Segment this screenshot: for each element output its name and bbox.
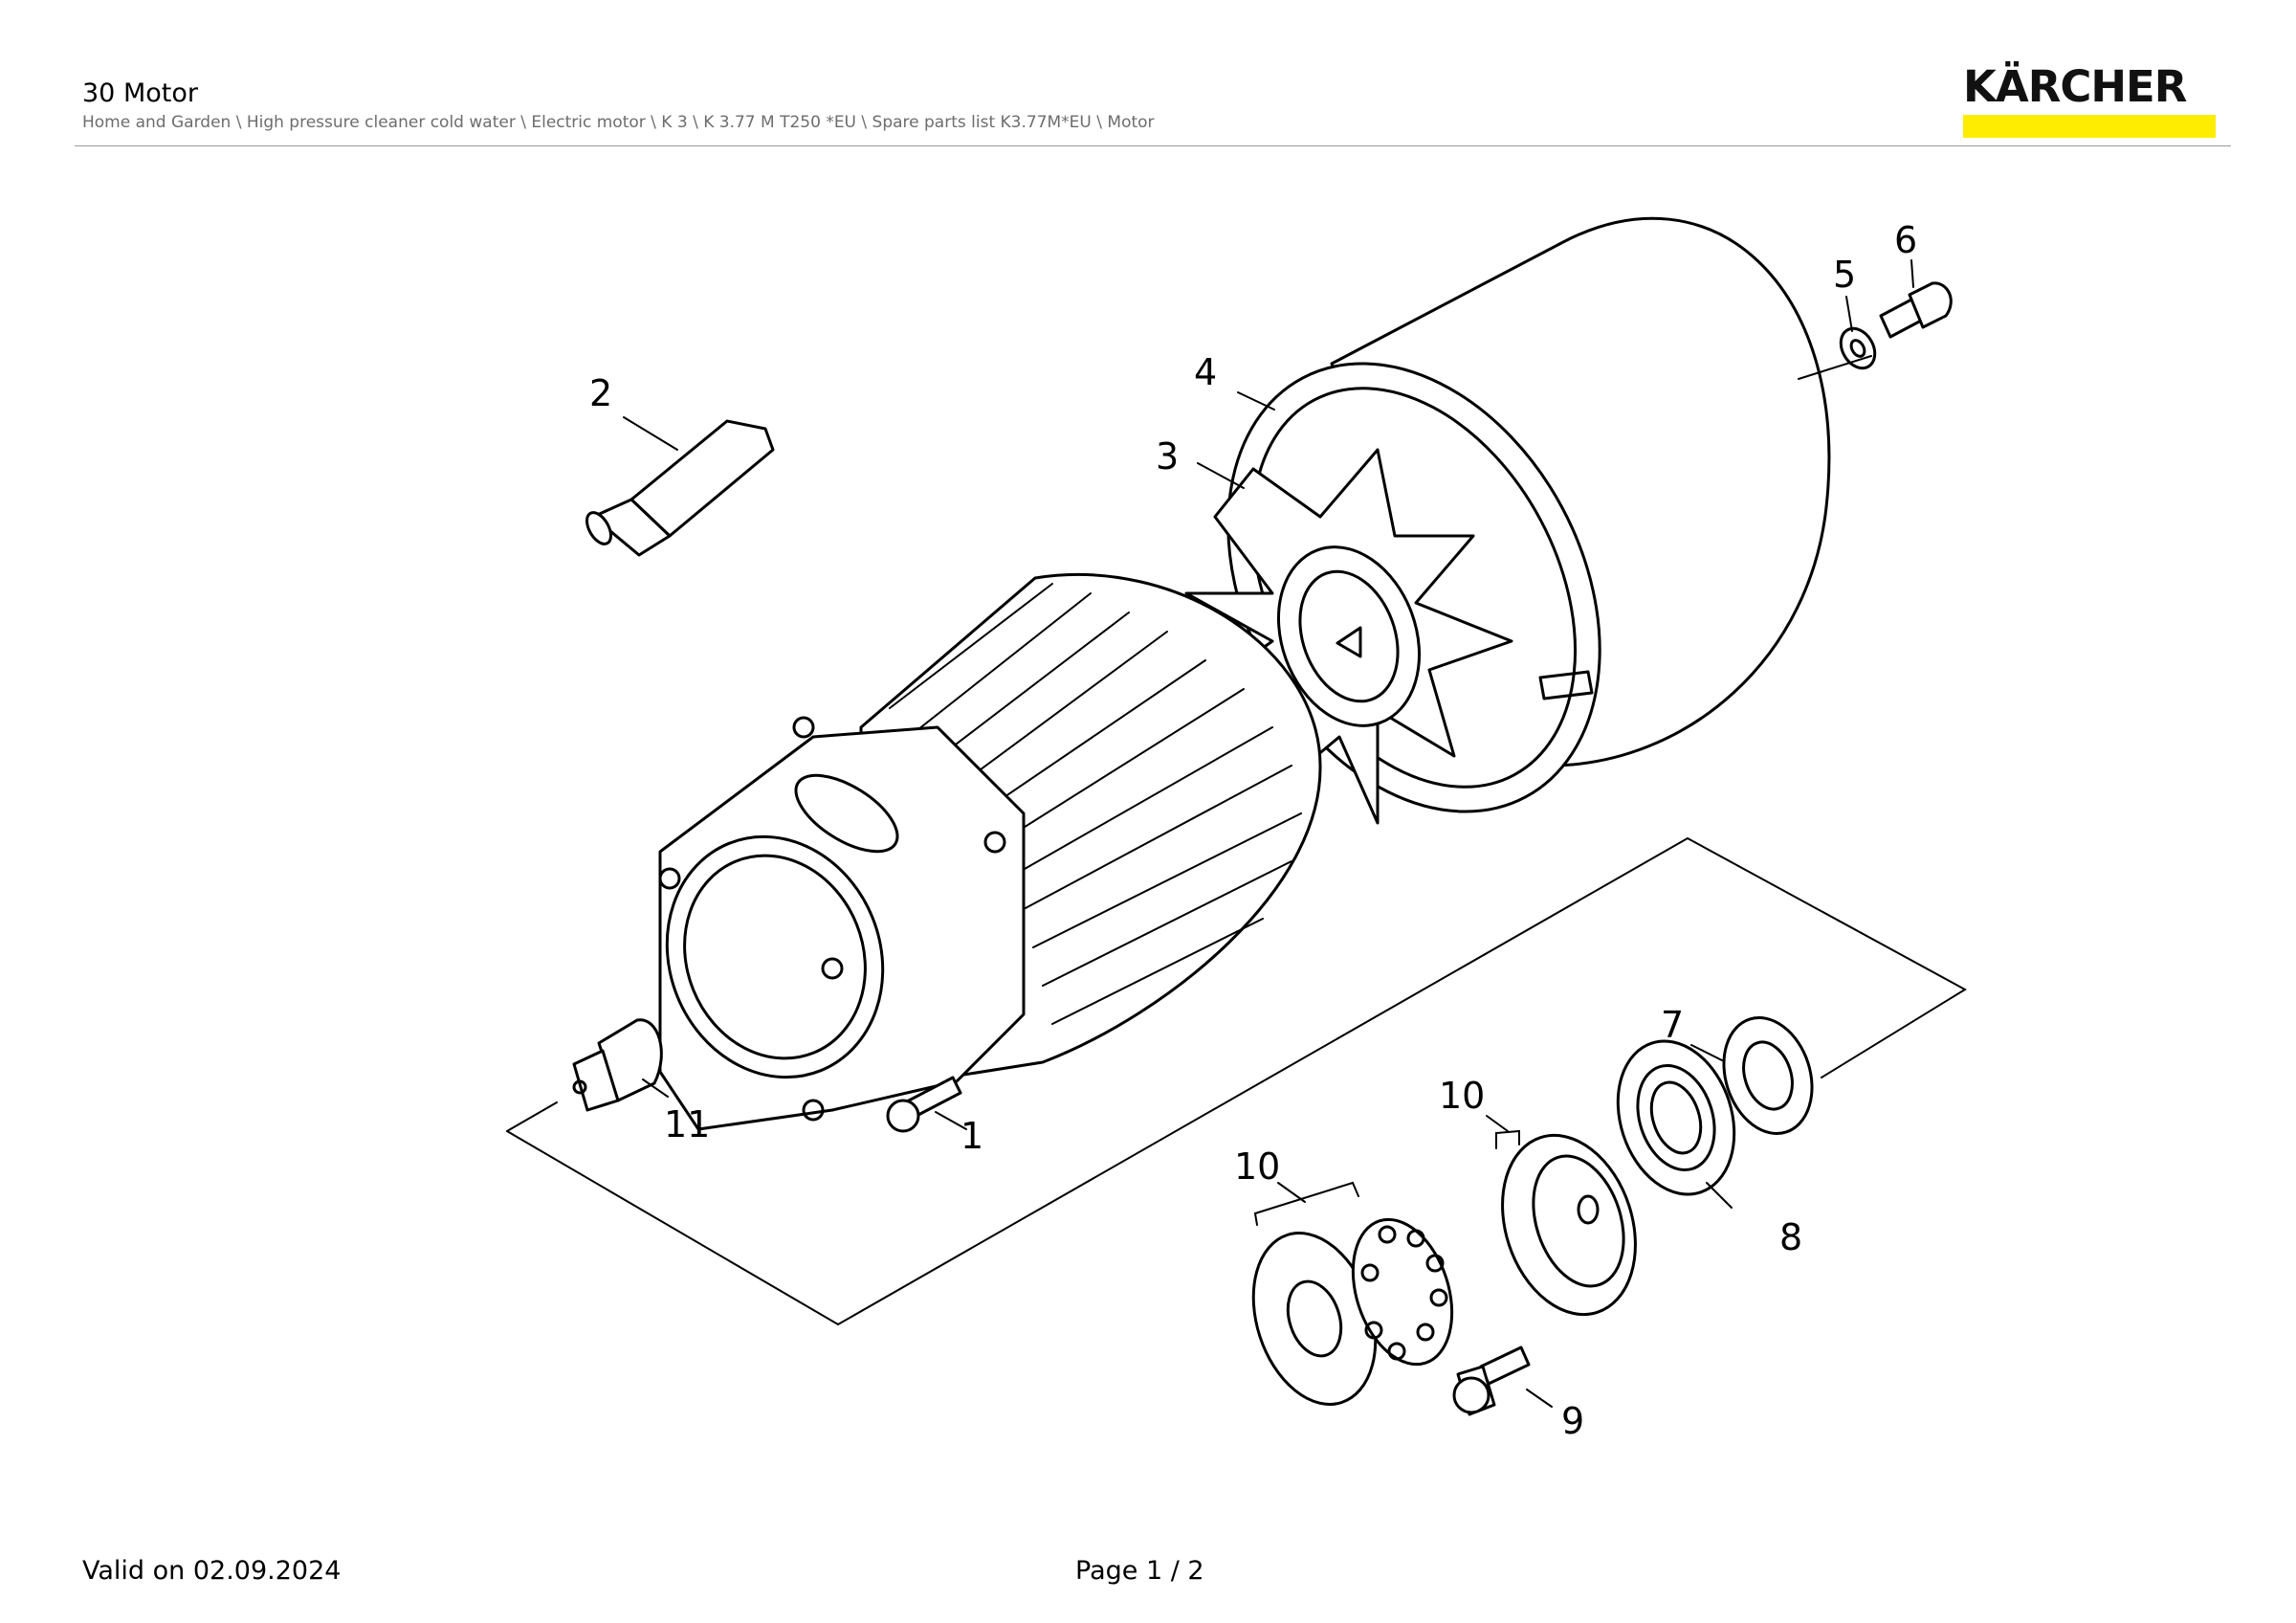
callout-11: 11 bbox=[664, 1103, 710, 1145]
part-1-screw bbox=[886, 1076, 962, 1133]
karcher-logo: KÄRCHER bbox=[1963, 61, 2216, 138]
part-6-screw bbox=[1879, 281, 1953, 339]
cooling-ribs bbox=[889, 583, 1302, 1025]
part-10-thrust-bearing bbox=[1251, 1181, 1454, 1406]
part-3-fan-wheel bbox=[1184, 448, 1513, 825]
callout-4: 4 bbox=[1194, 351, 1217, 393]
breadcrumb: Home and Garden \ High pressure cleaner … bbox=[82, 113, 1155, 132]
callout-10-right: 10 bbox=[1439, 1075, 1485, 1117]
callout-8: 8 bbox=[1779, 1216, 1802, 1258]
callout-3: 3 bbox=[1156, 435, 1179, 478]
logo-wordmark: KÄRCHER bbox=[1963, 61, 2187, 112]
part-11-coupling bbox=[572, 1018, 663, 1112]
part-10-bearing-cap bbox=[1495, 1129, 1637, 1317]
valid-date: Valid on 02.09.2024 bbox=[82, 1556, 342, 1586]
callout-2: 2 bbox=[589, 372, 612, 414]
logo-yellow-bar bbox=[1963, 115, 2216, 138]
page-number: Page 1 / 2 bbox=[1075, 1556, 1204, 1586]
part-8-ball-bearing bbox=[1616, 1039, 1736, 1196]
callout-7: 7 bbox=[1661, 1004, 1684, 1046]
page-title: 30 Motor bbox=[82, 78, 198, 108]
part-9-hex-screw bbox=[1452, 1345, 1531, 1416]
callout-numbers: 1 2 3 4 5 6 7 8 9 10 10 11 bbox=[589, 219, 1917, 1442]
leader-lines bbox=[623, 259, 1914, 1408]
callout-1: 1 bbox=[960, 1115, 983, 1157]
header-divider bbox=[75, 145, 2231, 146]
callout-10-left: 10 bbox=[1234, 1145, 1280, 1188]
callout-9: 9 bbox=[1561, 1400, 1584, 1442]
callout-6: 6 bbox=[1894, 219, 1917, 261]
motor-housing bbox=[658, 572, 1322, 1131]
part-7-shaft-seal bbox=[1722, 1015, 1814, 1136]
part-2-grease-tube bbox=[585, 419, 775, 557]
callout-5: 5 bbox=[1833, 254, 1856, 296]
